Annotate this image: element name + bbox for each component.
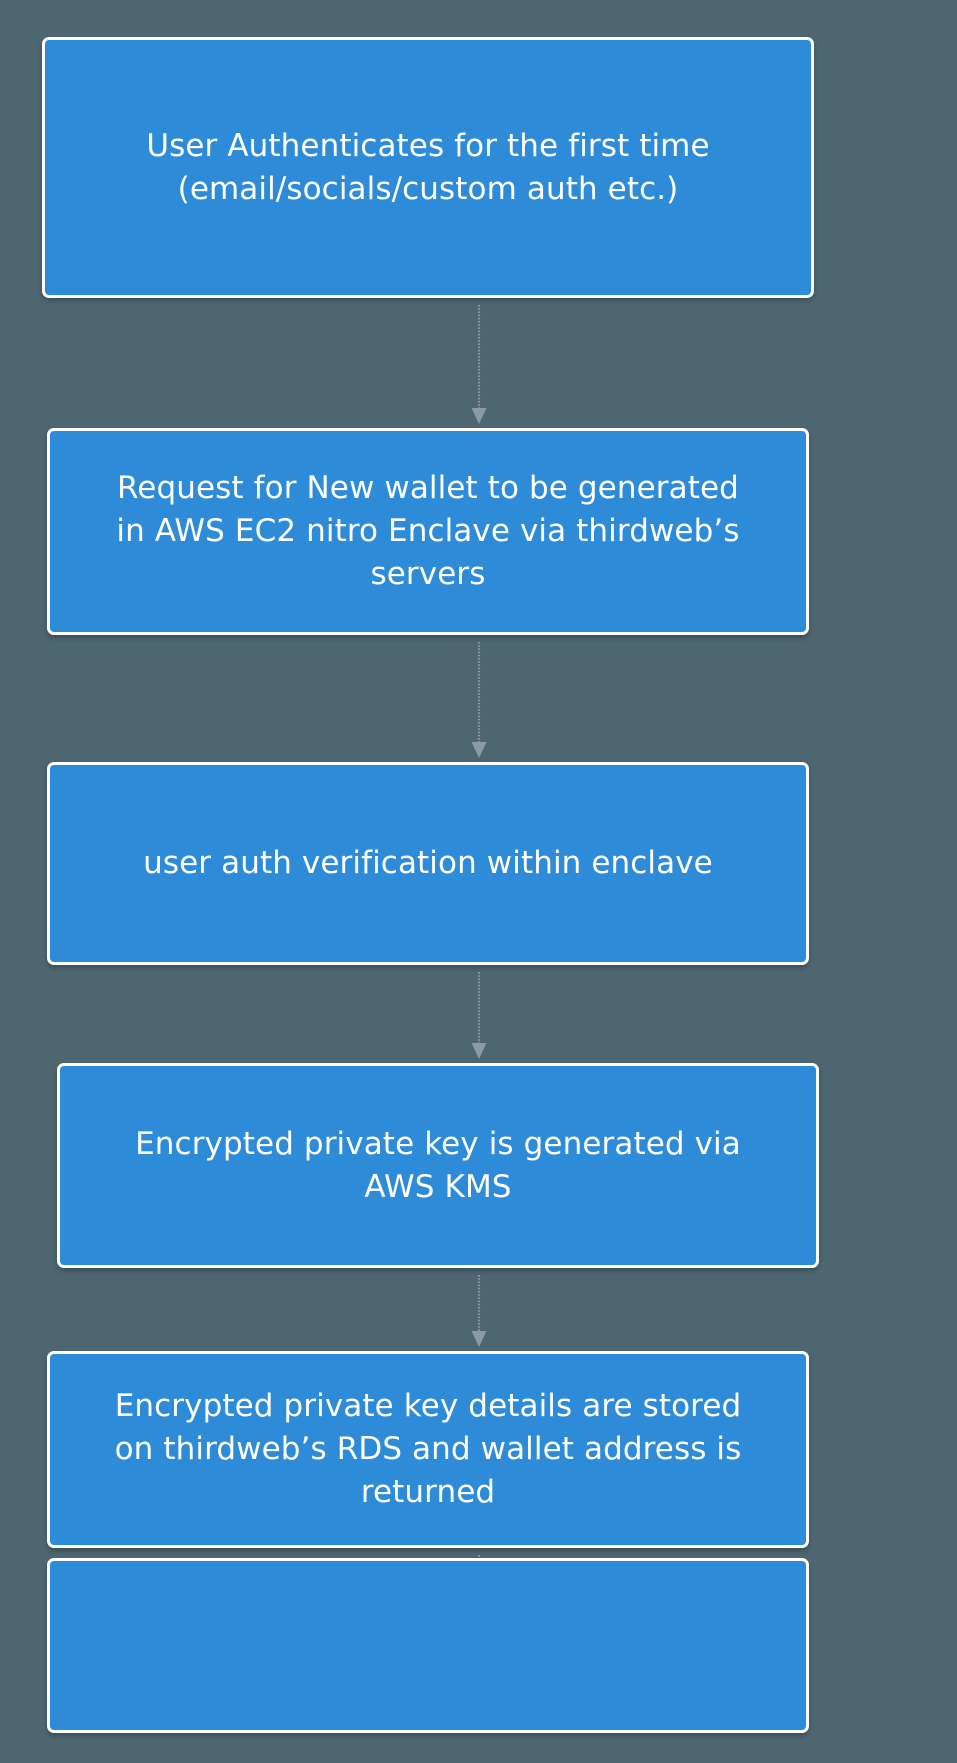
edge-node3-to-node4: [465, 972, 493, 1059]
edge-node2-to-node3: [465, 642, 493, 758]
node-user-authenticates[interactable]: User Authenticates for the first time (e…: [42, 37, 814, 298]
node-label: Encrypted private key is generated via A…: [135, 1125, 741, 1205]
node-label: Encrypted private key details are stored…: [114, 1388, 742, 1510]
node-request-new-wallet[interactable]: Request for New wallet to be generated i…: [47, 428, 809, 635]
node-auth-verification-enclave[interactable]: user auth verification within enclave: [47, 762, 809, 965]
node-label: User Authenticates for the first time (e…: [146, 127, 710, 207]
edge-node4-to-node5: [465, 1275, 493, 1347]
edge-node1-to-node2: [465, 305, 493, 424]
node-key-details-stored[interactable]: Encrypted private key details are stored…: [47, 1351, 809, 1548]
node-label: user auth verification within enclave: [143, 845, 713, 882]
node-encrypted-key-generated[interactable]: Encrypted private key is generated via A…: [57, 1063, 819, 1268]
node-label: Request for New wallet to be generated i…: [116, 470, 740, 592]
node-bottom-node[interactable]: [47, 1558, 809, 1733]
